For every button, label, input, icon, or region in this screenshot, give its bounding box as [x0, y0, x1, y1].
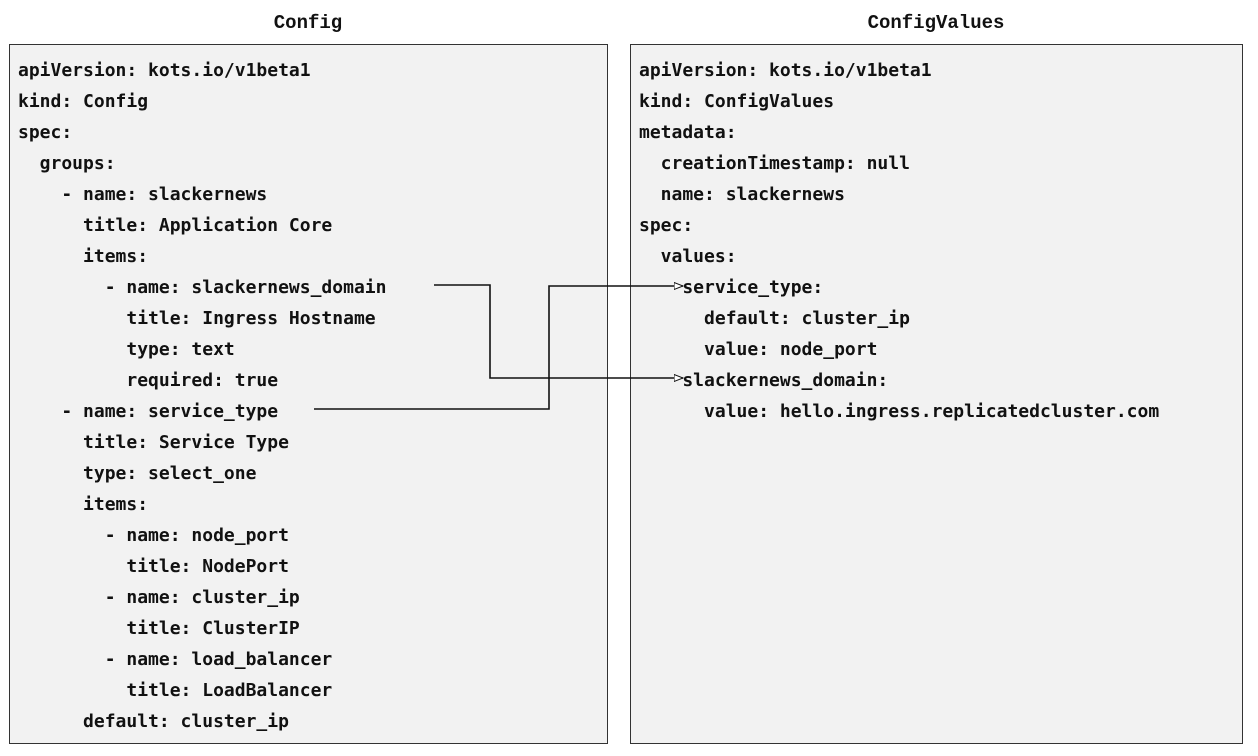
yaml-line: value: node_port — [639, 339, 878, 360]
yaml-line: slackernews_domain: — [639, 370, 889, 391]
yaml-line: type: text — [18, 339, 235, 360]
yaml-line: title: Service Type — [18, 432, 289, 453]
yaml-line: values: — [639, 246, 737, 267]
yaml-line: items: — [18, 246, 149, 267]
yaml-line: apiVersion: kots.io/v1beta1 — [639, 60, 932, 81]
yaml-line: kind: ConfigValues — [639, 91, 835, 112]
configvalues-yaml: apiVersion: kots.io/v1beta1 kind: ConfigV… — [639, 55, 1159, 427]
yaml-line: required: true — [18, 370, 279, 391]
yaml-line: apiVersion: kots.io/v1beta1 — [18, 60, 311, 81]
yaml-line: value: hello.ingress.replicatedcluster.c… — [639, 401, 1160, 422]
config-yaml: apiVersion: kots.io/v1beta1 kind: Config s… — [18, 55, 386, 737]
yaml-line: default: cluster_ip — [18, 711, 289, 732]
yaml-line: title: Application Core — [18, 215, 333, 236]
config-title: Config — [273, 12, 343, 34]
yaml-line: spec: — [639, 215, 694, 236]
yaml-line: - name: cluster_ip — [18, 587, 300, 608]
yaml-line: - name: service_type — [18, 401, 279, 422]
yaml-line: creationTimestamp: null — [639, 153, 910, 174]
yaml-line: - name: load_balancer — [18, 649, 333, 670]
yaml-line: - name: slackernews_domain — [18, 277, 387, 298]
configvalues-title: ConfigValues — [867, 12, 1005, 34]
yaml-line: service_type: — [639, 277, 824, 298]
yaml-line: metadata: — [639, 122, 737, 143]
configvalues-panel: apiVersion: kots.io/v1beta1 kind: ConfigV… — [630, 44, 1243, 744]
yaml-line: type: select_one — [18, 463, 257, 484]
yaml-line: spec: — [18, 122, 73, 143]
yaml-line: name: slackernews — [639, 184, 845, 205]
yaml-line: - name: slackernews — [18, 184, 268, 205]
yaml-line: title: ClusterIP — [18, 618, 300, 639]
yaml-line: title: Ingress Hostname — [18, 308, 376, 329]
yaml-line: title: LoadBalancer — [18, 680, 333, 701]
yaml-line: - name: node_port — [18, 525, 289, 546]
yaml-line: groups: — [18, 153, 116, 174]
yaml-line: title: NodePort — [18, 556, 289, 577]
yaml-line: items: — [18, 494, 149, 515]
config-panel: apiVersion: kots.io/v1beta1 kind: Config s… — [9, 44, 608, 744]
yaml-line: kind: Config — [18, 91, 149, 112]
yaml-line: default: cluster_ip — [639, 308, 910, 329]
